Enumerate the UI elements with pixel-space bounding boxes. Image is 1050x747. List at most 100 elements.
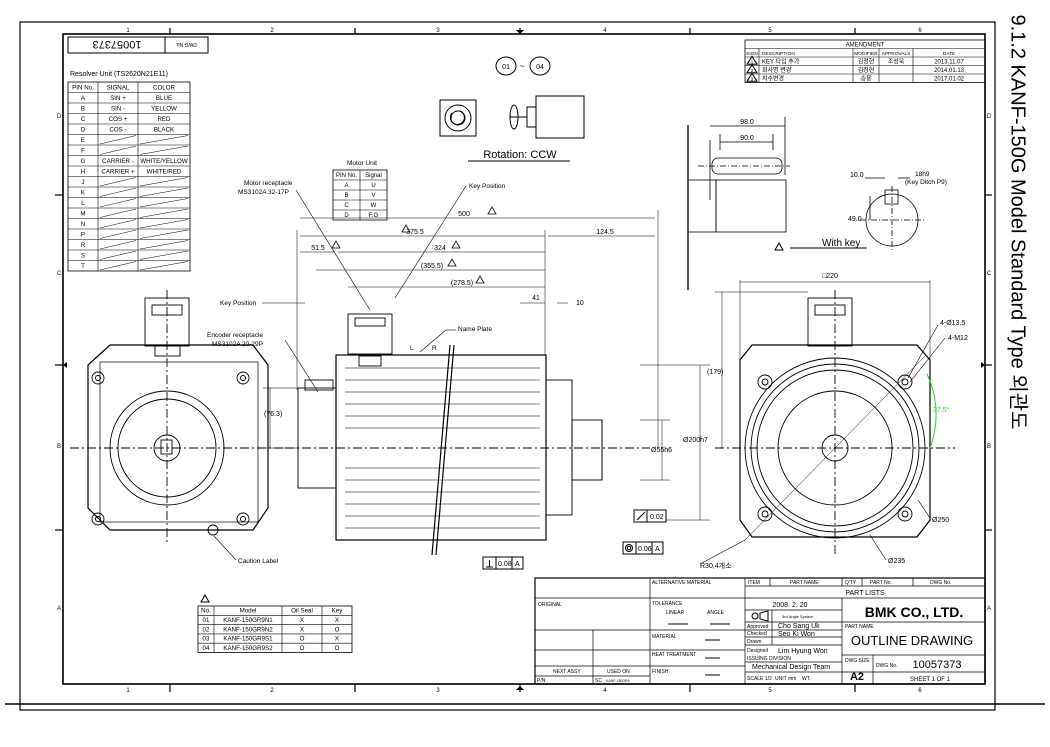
tb-item: ITEM [748, 580, 760, 586]
zone-left-a: A [57, 606, 61, 612]
dim-98: 98.0 [740, 119, 754, 126]
empty-cell-strike [99, 250, 137, 260]
resolver-cell: T [81, 263, 85, 270]
empty-cell-strike [99, 229, 137, 239]
dim-235: Ø235 [888, 558, 905, 565]
motor-receptacle-label: Motor receptacle [244, 180, 293, 187]
tb-dwg-no-label: DWG No. [876, 663, 897, 669]
key-note-2: (Key Ditch P9) [905, 179, 947, 186]
empty-cell-strike [139, 177, 189, 187]
amendment-cell: 2013.11.07 [934, 59, 964, 65]
motor-unit-cell: F.G [369, 213, 379, 219]
models-cell: X [300, 617, 304, 624]
resolver-cell: SIN + [110, 95, 126, 102]
amendment-cell: KEY 타입 추가 [762, 57, 800, 65]
side-title-text: 9.1.2 KANF-150G Model Standard Type 외관도 [1006, 14, 1029, 430]
outer-border [19, 21, 996, 711]
resolver-cell: C [81, 116, 86, 123]
amendment-header: APPROVALS [882, 51, 911, 57]
models-cell: KANF-150GR9S2 [223, 645, 273, 652]
lr-l-label: L [410, 345, 414, 352]
motor-unit-cell: D [344, 213, 349, 219]
resolver-cell: SIN - [111, 106, 125, 113]
empty-cell-strike [99, 145, 137, 155]
resolver-cell: F [81, 148, 85, 155]
front-view-right [715, 280, 955, 555]
zone-top-2: 2 [270, 28, 274, 34]
motor-unit-header: Signal [365, 173, 382, 179]
empty-cell-strike [139, 145, 189, 155]
resolver-cell: A [81, 95, 86, 102]
dim-355-5: (355.5) [421, 263, 443, 270]
dim-r30: R30,4개소 [700, 561, 732, 570]
dim-4-13-5: 4-Ø13.5 [940, 320, 965, 327]
zone-left-b: B [57, 444, 61, 450]
resolver-header: SIGNAL [107, 85, 130, 92]
zone-bottom-6: 6 [918, 688, 922, 694]
tb-dwg-no-header: DWG No. [930, 580, 951, 586]
models-header: Oil Seal [291, 608, 313, 615]
resolver-cell: CARRIER - [102, 158, 134, 165]
resolver-cell: BLUE [156, 95, 172, 102]
tb-part-lists: PART LISTS [845, 590, 885, 597]
key-note-1: 18h9 [915, 171, 930, 178]
empty-cell-strike [139, 187, 189, 197]
empty-cell-strike [139, 229, 189, 239]
resolver-cell: CARRIER + [101, 169, 135, 176]
amendment-cell: 치수변경 [762, 74, 784, 82]
dim-4-m12: 4-M12 [948, 335, 968, 342]
resolver-cell: M [80, 211, 85, 218]
resolver-cell: R [81, 242, 86, 249]
resolver-title: Resolver Unit (TS2620N21E11) [70, 71, 168, 78]
concentricity-frame: 0.06 A [622, 541, 664, 555]
zone-top-3: 3 [436, 28, 440, 34]
tb-part-no: PART No. [870, 580, 892, 586]
dim-37-5: 37.5° [933, 406, 950, 414]
perpendicularity-frame: 0.08 A [482, 556, 524, 570]
resolver-cell: N [81, 221, 85, 228]
tb-original: ORIGINAL [538, 602, 562, 608]
dwg-number-box: 10057373 DWG No. [67, 36, 209, 54]
revision-triangle [746, 72, 758, 82]
tb-approved-label: Approved [747, 624, 769, 630]
tb-checked: Seo Ki Won [778, 631, 815, 638]
resolver-cell: WHITE/RED [147, 169, 182, 176]
encoder-receptacle-part: MS3102A 20-29P [212, 341, 263, 348]
tb-tolerance: TOLERANCE [652, 601, 683, 607]
tb-heat: HEAT TREATMENT [652, 652, 696, 658]
tb-sheet: SHEET 1 OF 1 [910, 677, 951, 683]
amendment-cell: 조성욱 [888, 57, 905, 65]
amendment-header: DATE [943, 51, 955, 57]
amendment-header: MODIFIER [854, 51, 878, 57]
dwg-box-label: DWG No. [175, 41, 196, 47]
resolver-cell: P [81, 232, 85, 239]
empty-cell-strike [99, 261, 137, 271]
name-plate-label: Name Plate [458, 326, 492, 333]
tb-material: MATERIAL [652, 634, 677, 640]
zone-top-1: 1 [126, 28, 130, 34]
zone-bottom-3: 3 [436, 688, 440, 694]
models-cell: 01 [203, 617, 210, 624]
tb-approved: Cho Sang Uk [778, 623, 820, 630]
resolver-cell: J [81, 179, 84, 186]
resolver-cell: COS - [109, 127, 126, 134]
rotation-label: Rotation: CCW [483, 149, 557, 161]
motor-unit-cell: B [344, 193, 348, 199]
models-revision-triangle [200, 593, 210, 603]
caution-label-text: Caution Label [238, 558, 279, 565]
tb-sc: SC [595, 678, 602, 684]
perpendicularity-datum: A [515, 561, 520, 568]
empty-cell-strike [139, 261, 189, 271]
dimension-revision-triangle [447, 258, 457, 267]
zone-right-d: D [987, 114, 992, 120]
dim-500: 500 [458, 211, 470, 218]
tb-designed-label: Designed [747, 648, 768, 654]
zone-right-c: C [987, 271, 992, 277]
models-cell: 02 [203, 626, 210, 633]
empty-cell-strike [99, 198, 137, 208]
resolver-header: PIN No. [72, 85, 94, 92]
